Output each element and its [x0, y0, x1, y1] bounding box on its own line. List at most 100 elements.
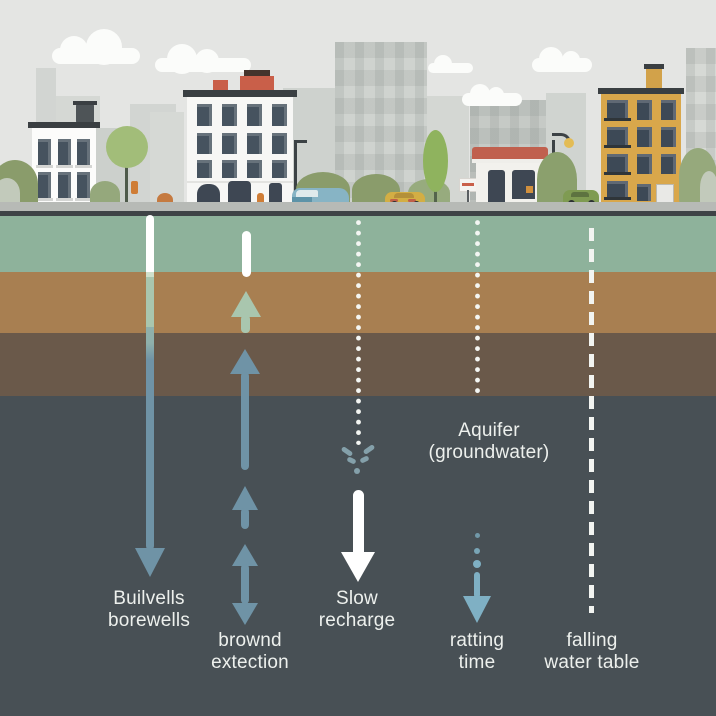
borewell-down-arrowhead: [135, 548, 165, 577]
roof-plants: [244, 70, 270, 76]
drip-dot: [473, 560, 481, 568]
shop-door: [488, 170, 505, 204]
balcony-rail: [604, 145, 631, 148]
taxi-stripe: [390, 199, 398, 202]
up-arrowhead-steel: [230, 349, 260, 374]
label-aquifer: Aquifer (groundwater): [429, 420, 550, 463]
window: [58, 172, 71, 198]
double-arrow-up-head: [232, 544, 258, 566]
window: [607, 181, 628, 199]
window: [77, 172, 90, 198]
tree-trunk: [125, 150, 128, 205]
cloud-icon: [462, 84, 522, 106]
label-falling-water-table: falling water table: [544, 630, 639, 673]
window-sill: [75, 165, 92, 168]
window: [272, 160, 287, 178]
sidewalk: [0, 202, 716, 211]
shop-sign-pole: [467, 190, 469, 204]
window: [607, 154, 628, 174]
window: [637, 100, 652, 120]
window: [247, 160, 262, 178]
label-ratting-line2: time: [458, 651, 496, 673]
window: [637, 127, 652, 147]
balcony-rail: [604, 118, 631, 121]
window: [38, 139, 51, 165]
entrance-door: [228, 181, 251, 204]
side-door: [269, 183, 282, 204]
ratting-arrowhead: [463, 596, 491, 623]
window: [247, 133, 262, 154]
label-borewells: Builvells borewells: [108, 588, 190, 631]
street-lamp-icon: [294, 140, 297, 204]
label-extraction: brownd extection: [211, 630, 289, 673]
label-borewells-line1: Builvells: [113, 588, 185, 609]
road-edge: [0, 211, 716, 216]
label-aquifer-line1: Aquifer: [458, 420, 520, 441]
window: [661, 127, 676, 147]
roof-box: [213, 80, 228, 91]
window: [272, 104, 287, 126]
building-mid-roof: [183, 90, 297, 97]
label-borewells-line2: borewells: [107, 609, 191, 631]
label-extraction-line2: extection: [211, 651, 289, 673]
cloud-icon: [428, 55, 473, 73]
window: [607, 127, 628, 147]
window-sill: [75, 198, 92, 201]
window: [58, 139, 71, 165]
up-arrow-shaft-small: [241, 508, 249, 529]
window: [222, 104, 237, 126]
window: [661, 100, 676, 120]
drip-dot: [474, 548, 480, 554]
balcony-rail: [604, 172, 631, 175]
window-sill: [36, 198, 53, 201]
lamp-bulb-icon: [564, 138, 574, 148]
building-left-roof: [28, 122, 100, 128]
label-falling-line2: water table: [544, 651, 640, 673]
van-front: [292, 197, 312, 205]
fire-hydrant-icon: [257, 193, 264, 204]
window: [637, 154, 652, 174]
taxi-window: [394, 193, 414, 198]
water-tank-cap: [73, 101, 97, 105]
ratting-arrow-shaft: [474, 572, 480, 598]
window: [272, 133, 287, 154]
double-arrow-shaft: [241, 564, 249, 604]
shop-sign-text: [462, 183, 474, 186]
taxi-stripe: [408, 199, 416, 202]
chimney-cap: [644, 64, 664, 69]
window: [247, 104, 262, 126]
parking-meter-icon: [131, 181, 138, 194]
aquifer-dotted-line: [475, 218, 480, 396]
window: [222, 160, 237, 178]
slow-recharge-arrowhead: [341, 552, 375, 582]
double-arrow-down-head: [232, 603, 258, 625]
van-window: [296, 190, 318, 197]
water-table-dashed-line: [589, 228, 594, 613]
drip-dot: [475, 533, 480, 538]
window-sill: [36, 165, 53, 168]
window-sill: [56, 198, 73, 201]
shop-window-sticker: [526, 186, 533, 193]
borewell-down-arrow-shaft: [146, 215, 154, 550]
label-falling-line1: falling: [566, 630, 618, 651]
window: [607, 100, 628, 120]
label-ratting-time: ratting time: [450, 630, 504, 673]
barred-window: [637, 184, 651, 201]
bush: [700, 171, 716, 204]
shop-window: [512, 170, 535, 199]
label-recharge: Slow recharge: [319, 588, 396, 631]
cloud-icon: [532, 47, 592, 72]
label-aquifer-line2: (groundwater): [428, 441, 550, 463]
label-recharge-line2: recharge: [318, 609, 396, 631]
up-arrowhead-small: [232, 486, 258, 510]
window: [222, 133, 237, 154]
window: [661, 154, 676, 174]
window: [197, 133, 212, 154]
window: [197, 160, 212, 178]
cloud-icon: [155, 44, 251, 74]
window: [38, 172, 51, 198]
bush: [0, 178, 20, 208]
window: [77, 139, 90, 165]
up-arrow-shaft-steel: [241, 372, 249, 470]
